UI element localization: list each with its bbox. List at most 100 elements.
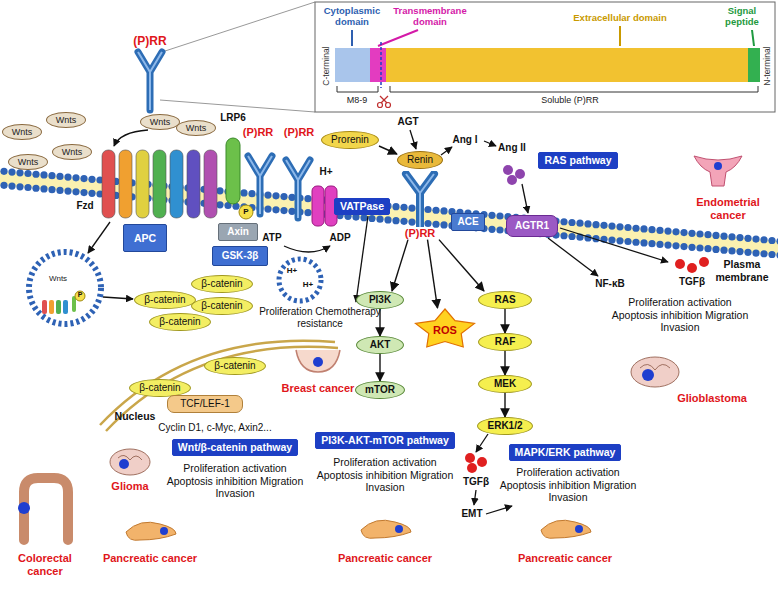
- pathway-box: PI3K-AKT-mTOR pathway: [315, 432, 455, 449]
- plasma-membrane: [80, 175, 87, 182]
- plasma-membrane: [88, 190, 95, 197]
- pathway-arrow: [88, 222, 110, 253]
- brain-icon: [640, 364, 670, 370]
- annotation-label: Fzd: [76, 200, 93, 212]
- plasma-membrane: [584, 220, 591, 227]
- angiotensin-molecule: [503, 165, 513, 175]
- zoom-lines: [162, 2, 315, 52]
- annotation-label: Wnts: [49, 274, 67, 284]
- plasma-membrane: [664, 228, 671, 235]
- endosome-vesicle: [42, 296, 76, 314]
- plasma-membrane: [400, 218, 407, 225]
- pathway-arrow: [484, 141, 496, 146]
- domain-inset: [378, 30, 418, 46]
- plasma-membrane: [688, 244, 695, 251]
- node-text: MAPK/ERK pathway: [515, 446, 616, 458]
- plasma-membrane: [424, 206, 431, 213]
- annotation-label: Signal peptide: [714, 5, 770, 28]
- node-text: Wnts: [12, 127, 33, 137]
- plasma-membrane: [280, 207, 287, 214]
- plasma-membrane: [16, 169, 23, 176]
- endosome-vesicle: [29, 252, 101, 324]
- wnt-ligand: Wnts: [2, 124, 43, 140]
- breast-icon: [313, 357, 323, 367]
- plasma-membrane: [568, 233, 575, 240]
- brain-icon: [642, 369, 654, 381]
- plasma-membrane: [48, 172, 55, 179]
- tgfb-molecule: [465, 257, 709, 473]
- protein-box: APC: [123, 224, 167, 252]
- protein-ellipse: β-catenin: [149, 313, 210, 331]
- protein-box: Axin: [218, 223, 258, 241]
- node-text: ROS: [433, 324, 457, 337]
- plasma-membrane: [560, 218, 567, 225]
- plasma-membrane: [728, 247, 735, 254]
- plasma-membrane: [592, 221, 599, 228]
- receptor-symbol: [248, 156, 272, 214]
- scissors-icon: [378, 103, 383, 108]
- node-text: Prorenin: [331, 134, 369, 146]
- brain-icon: [631, 357, 679, 387]
- cancer-label: Pancreatic cancer: [338, 552, 432, 565]
- plasma-membrane: [760, 236, 767, 243]
- plasma-membrane: [392, 217, 399, 224]
- plasma-membrane: [776, 238, 778, 245]
- node-text: RAF: [495, 336, 516, 348]
- pathway-arrow: [410, 130, 416, 149]
- tgfb-molecule: [465, 453, 475, 463]
- annotation-label: H+: [287, 266, 297, 276]
- plasma-membrane: [0, 171, 778, 256]
- kinase-ellipse: mTOR: [355, 381, 405, 399]
- pathway-arrow: [522, 184, 528, 213]
- plasma-membrane: [696, 244, 703, 251]
- plasma-membrane: [704, 245, 711, 252]
- cancer-label: (P)RR: [243, 126, 274, 139]
- plasma-membrane: [216, 187, 223, 194]
- plasma-membrane: [304, 195, 311, 202]
- annotation-label: AGT: [397, 116, 418, 128]
- breast-icon: [296, 350, 340, 372]
- node-text: VATPase: [340, 200, 384, 212]
- kinase-ellipse: RAS: [478, 291, 532, 309]
- node-text: β-catenin: [214, 360, 255, 372]
- plasma-membrane: [616, 237, 623, 244]
- plasma-membrane: [776, 252, 778, 259]
- angiotensin-molecule: [503, 165, 525, 185]
- plasma-membrane: [352, 213, 359, 220]
- cancer-label: (P)RR: [284, 126, 315, 139]
- plasma-membrane: [440, 221, 447, 228]
- plasma-membrane: [56, 173, 63, 180]
- breast-icon: [296, 350, 340, 372]
- receptor-symbol: [395, 171, 445, 227]
- plasma-membrane: [752, 249, 759, 256]
- plasma-membrane: [40, 185, 47, 192]
- protein-ellipse: β-catenin: [134, 291, 195, 309]
- receptor-symbol: [286, 160, 310, 218]
- wnt-ligand: Wnts: [176, 120, 217, 136]
- brain-icon: [119, 459, 129, 469]
- node-text: Wnts: [56, 115, 77, 125]
- plasma-membrane: [72, 188, 79, 195]
- annotation-label: Proliferation activation Apoptosis inhib…: [315, 456, 455, 494]
- wnt-ligand: Wnts: [140, 114, 181, 130]
- colon-icon: [24, 478, 68, 540]
- node-text: β-catenin: [144, 294, 185, 306]
- annotation-label: ADP: [329, 232, 350, 244]
- plasma-membrane: [48, 186, 55, 193]
- kinase-ellipse: ERK1/2: [477, 417, 532, 435]
- endosome-vesicle: [75, 291, 85, 301]
- plasma-membrane: [760, 250, 767, 257]
- annotation-label: P: [243, 207, 248, 217]
- node-text: AGTR1: [515, 220, 549, 232]
- pathway-arrow: [548, 238, 598, 276]
- plasma-membrane: [88, 176, 95, 183]
- pathway-arrow: [441, 147, 452, 155]
- plasma-membrane: [392, 203, 399, 210]
- plasma-membrane: [240, 189, 247, 196]
- plasma-membrane: [568, 219, 575, 226]
- plasma-membrane: [280, 193, 287, 200]
- annotation-label: Cytoplasmic domain: [319, 5, 385, 28]
- annotation-label: ATP: [262, 232, 281, 244]
- wnt-ligand: Wnts: [46, 112, 87, 128]
- receptor-node: (P)RR: [395, 171, 445, 240]
